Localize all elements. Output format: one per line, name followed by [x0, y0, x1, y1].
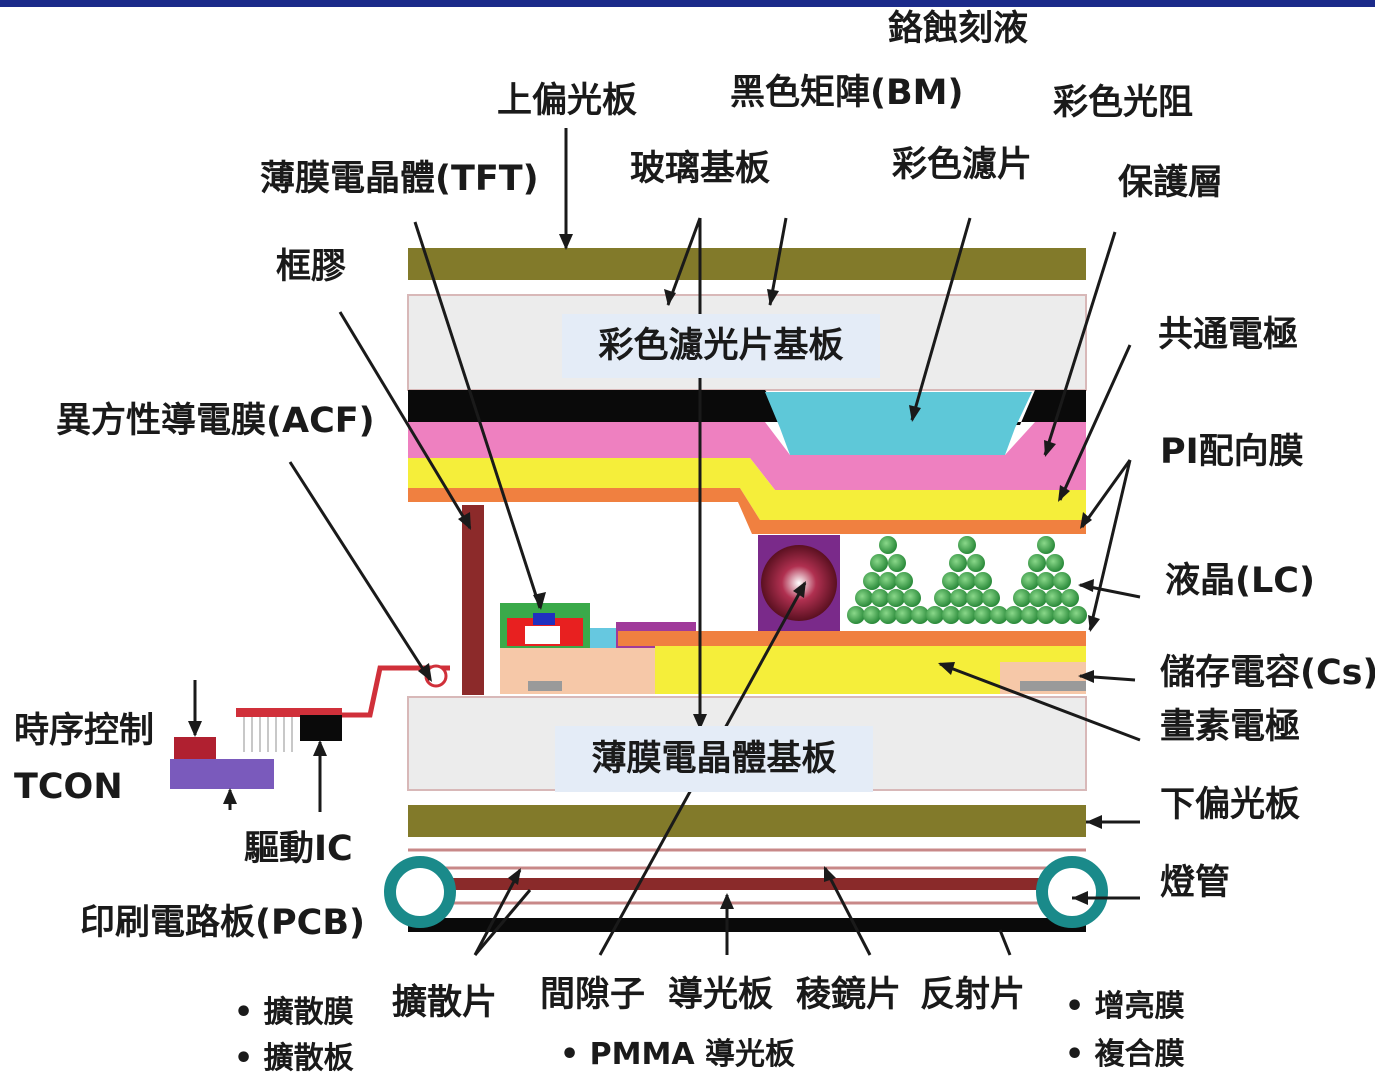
tft-drain — [533, 613, 555, 625]
label-lower-polarizer: 下偏光板 — [1160, 785, 1301, 825]
label-diffuser-sheet: 擴散片 — [392, 983, 498, 1023]
label-acf: 異方性導電膜(ACF) — [56, 401, 375, 441]
label-light-guide: 導光板 — [668, 975, 774, 1015]
overcoat-layer — [408, 458, 1086, 520]
light-guide-plate — [420, 878, 1074, 890]
liquid-crystal-clusters — [847, 536, 1087, 624]
storage-bar-left — [528, 681, 562, 691]
label-color-resist: 彩色光阻 — [1053, 83, 1194, 123]
tft-passivation — [500, 648, 655, 694]
fpc-cable — [340, 665, 450, 718]
spacer-ball — [761, 545, 837, 621]
label-storage-capacitor: 儲存電容(Cs) — [1160, 653, 1375, 693]
storage-bar-right — [1020, 681, 1086, 691]
label-pcb: 印刷電路板(PCB) — [80, 903, 366, 943]
label-sealant: 框膠 — [276, 247, 347, 287]
label-prism-sheet: 稜鏡片 — [796, 975, 902, 1015]
label-etchant: 鉻蝕刻液 — [888, 9, 1029, 49]
label-tft: 薄膜電晶體(TFT) — [260, 159, 539, 199]
tcon-chip — [174, 737, 216, 759]
fpc-top — [236, 708, 342, 717]
color-resist-layer — [408, 422, 1086, 490]
black-matrix-layer — [408, 390, 1086, 425]
pi-alignment-lower — [618, 631, 1086, 646]
label-tcon-1: 時序控制 — [14, 711, 155, 751]
upper-polarizer-layer — [408, 248, 1086, 280]
label-tcon-2: TCON — [14, 767, 123, 807]
fpc-leads — [243, 717, 293, 752]
label-pixel-electrode: 畫素電極 — [1160, 707, 1301, 747]
lamp-left — [384, 856, 456, 928]
note-left-1: • 擴散膜 — [234, 995, 354, 1030]
label-pi-alignment: PI配向膜 — [1160, 432, 1304, 472]
label-cf-substrate: 彩色濾光片基板 — [562, 314, 880, 378]
label-tft-substrate: 薄膜電晶體基板 — [555, 726, 873, 792]
lower-polarizer-layer — [408, 805, 1086, 837]
note-right-2: • 複合膜 — [1065, 1037, 1185, 1072]
label-driver-ic: 驅動IC — [244, 829, 353, 869]
label-overcoat: 保護層 — [1118, 163, 1224, 203]
tft-contact — [590, 628, 618, 648]
arrow-heads — [188, 234, 1102, 909]
note-left-2: • 擴散板 — [234, 1041, 354, 1076]
title-bar — [0, 0, 1375, 7]
label-glass-substrate: 玻璃基板 — [630, 149, 771, 189]
note-right-1: • 增亮膜 — [1065, 989, 1185, 1024]
label-reflector: 反射片 — [920, 975, 1026, 1015]
driver-ic-chip — [300, 715, 342, 741]
leader-lines — [193, 128, 1141, 956]
tft-source — [525, 626, 560, 644]
label-upper-polarizer: 上偏光板 — [497, 81, 638, 121]
sealant-pillar — [462, 505, 484, 695]
label-common-electrode: 共通電極 — [1158, 315, 1299, 355]
label-black-matrix: 黑色矩陣(BM) — [730, 73, 964, 113]
lamp-right — [1036, 856, 1108, 928]
label-liquid-crystal: 液晶(LC) — [1165, 561, 1315, 601]
tcon-board — [170, 759, 274, 789]
label-color-filter: 彩色濾片 — [892, 145, 1033, 185]
common-electrode-layer — [408, 488, 1086, 534]
note-middle: • PMMA 導光板 — [560, 1037, 795, 1072]
label-spacer: 間隙子 — [540, 975, 646, 1015]
reflector-sheet — [408, 918, 1086, 932]
label-lamp: 燈管 — [1160, 863, 1231, 903]
color-filter-block — [765, 392, 1032, 455]
